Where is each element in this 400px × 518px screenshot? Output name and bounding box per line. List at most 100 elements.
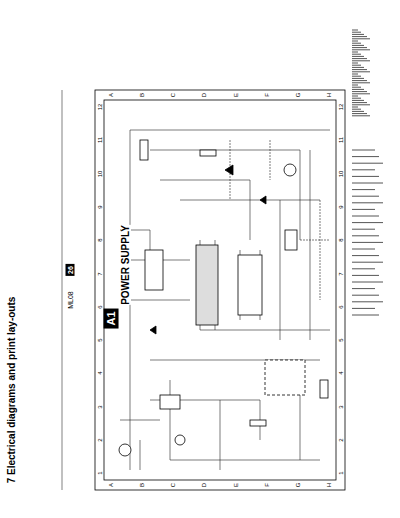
grid-letter: F bbox=[264, 483, 270, 487]
grid-number: 9 bbox=[97, 205, 103, 208]
list-stroke bbox=[352, 222, 383, 223]
wiring bbox=[120, 130, 330, 470]
list-stroke bbox=[352, 242, 383, 243]
list-stroke bbox=[352, 249, 375, 250]
page-number: 26 bbox=[66, 264, 75, 276]
grid-letter: D bbox=[201, 93, 207, 97]
list-stroke bbox=[352, 78, 364, 79]
grid-letter: C bbox=[170, 483, 176, 487]
list-stroke bbox=[352, 36, 367, 37]
page-title: 7 Electrical diagrams and print lay-outs bbox=[7, 297, 17, 484]
list-stroke bbox=[352, 74, 358, 75]
list-stroke bbox=[352, 216, 379, 217]
grid-number: 4 bbox=[338, 372, 344, 375]
list-stroke bbox=[352, 295, 379, 296]
section-badge: A1 bbox=[104, 308, 119, 328]
list-stroke bbox=[352, 87, 361, 88]
list-stroke bbox=[352, 288, 375, 289]
list-stroke bbox=[352, 49, 370, 50]
grid-number: 12 bbox=[97, 104, 103, 111]
list-stroke bbox=[352, 156, 379, 157]
list-stroke bbox=[352, 229, 375, 230]
list-stroke bbox=[352, 93, 370, 94]
grid-number: 10 bbox=[97, 170, 103, 177]
grid-letter: D bbox=[201, 483, 207, 487]
grid-letter: G bbox=[295, 93, 301, 98]
grid-letter: H bbox=[326, 93, 332, 97]
list-stroke bbox=[352, 282, 383, 283]
grid-number: 5 bbox=[338, 338, 344, 341]
list-stroke bbox=[352, 176, 379, 177]
list-stroke bbox=[352, 115, 370, 116]
list-stroke bbox=[352, 96, 358, 97]
list-stroke bbox=[352, 235, 379, 236]
model-code: ML08 bbox=[67, 291, 74, 309]
list-stroke bbox=[352, 262, 383, 263]
list-stroke bbox=[352, 76, 361, 77]
grid-letter: A bbox=[108, 483, 114, 487]
list-stroke bbox=[352, 63, 358, 64]
grid-letter: C bbox=[170, 93, 176, 97]
header-rule bbox=[62, 90, 63, 490]
grid-number: 2 bbox=[338, 438, 344, 441]
grid-number: 2 bbox=[97, 438, 103, 441]
list-stroke bbox=[352, 45, 364, 46]
list-stroke bbox=[352, 183, 383, 184]
list-stroke bbox=[352, 169, 375, 170]
grid-number: 9 bbox=[338, 205, 344, 208]
list-stroke bbox=[352, 301, 383, 302]
frame bbox=[95, 90, 345, 490]
grid-number: 11 bbox=[97, 137, 103, 143]
grid-number: 11 bbox=[338, 137, 344, 143]
connector-list bbox=[352, 30, 383, 315]
grid-letter: B bbox=[139, 483, 145, 487]
grid-number: 7 bbox=[338, 272, 344, 275]
grid-number: 12 bbox=[338, 104, 344, 111]
list-stroke bbox=[352, 113, 367, 114]
grid-number: 4 bbox=[97, 372, 103, 375]
list-stroke bbox=[352, 38, 370, 39]
grid-number: 7 bbox=[97, 272, 103, 275]
list-stroke bbox=[352, 268, 375, 269]
grid-number: 1 bbox=[338, 472, 344, 475]
list-stroke bbox=[352, 91, 367, 92]
section-title: POWER SUPPLY bbox=[121, 225, 131, 305]
list-stroke bbox=[352, 202, 383, 203]
list-stroke bbox=[352, 308, 375, 309]
list-stroke bbox=[352, 32, 361, 33]
list-stroke bbox=[352, 98, 361, 99]
grid-letter: H bbox=[326, 483, 332, 487]
list-stroke bbox=[352, 80, 367, 81]
list-stroke bbox=[352, 209, 375, 210]
grid-letter: B bbox=[139, 93, 145, 97]
list-stroke bbox=[352, 196, 379, 197]
list-stroke bbox=[352, 189, 375, 190]
list-stroke bbox=[352, 71, 370, 72]
grid-number: 10 bbox=[338, 170, 344, 177]
list-stroke bbox=[352, 85, 358, 86]
list-stroke bbox=[352, 67, 364, 68]
grid-number: 8 bbox=[338, 239, 344, 242]
list-stroke bbox=[352, 69, 367, 70]
grid-number: 5 bbox=[97, 338, 103, 341]
section-code: A1 bbox=[106, 311, 117, 325]
list-stroke bbox=[352, 255, 379, 256]
list-stroke bbox=[352, 275, 379, 276]
list-stroke bbox=[352, 109, 361, 110]
grid-number: 6 bbox=[97, 305, 103, 308]
list-stroke bbox=[352, 163, 383, 164]
list-stroke bbox=[352, 65, 361, 66]
list-stroke bbox=[352, 150, 375, 151]
grid-number: 6 bbox=[338, 305, 344, 308]
grid-letter: A bbox=[108, 93, 114, 97]
list-stroke bbox=[352, 58, 367, 59]
grid-letter: F bbox=[264, 93, 270, 97]
list-stroke bbox=[352, 60, 370, 61]
grid-number: 3 bbox=[97, 405, 103, 408]
grid-letter: G bbox=[295, 483, 301, 488]
list-stroke bbox=[352, 41, 358, 42]
grid-letter: E bbox=[233, 483, 239, 487]
list-stroke bbox=[352, 43, 361, 44]
list-stroke bbox=[352, 47, 367, 48]
list-stroke bbox=[352, 89, 364, 90]
